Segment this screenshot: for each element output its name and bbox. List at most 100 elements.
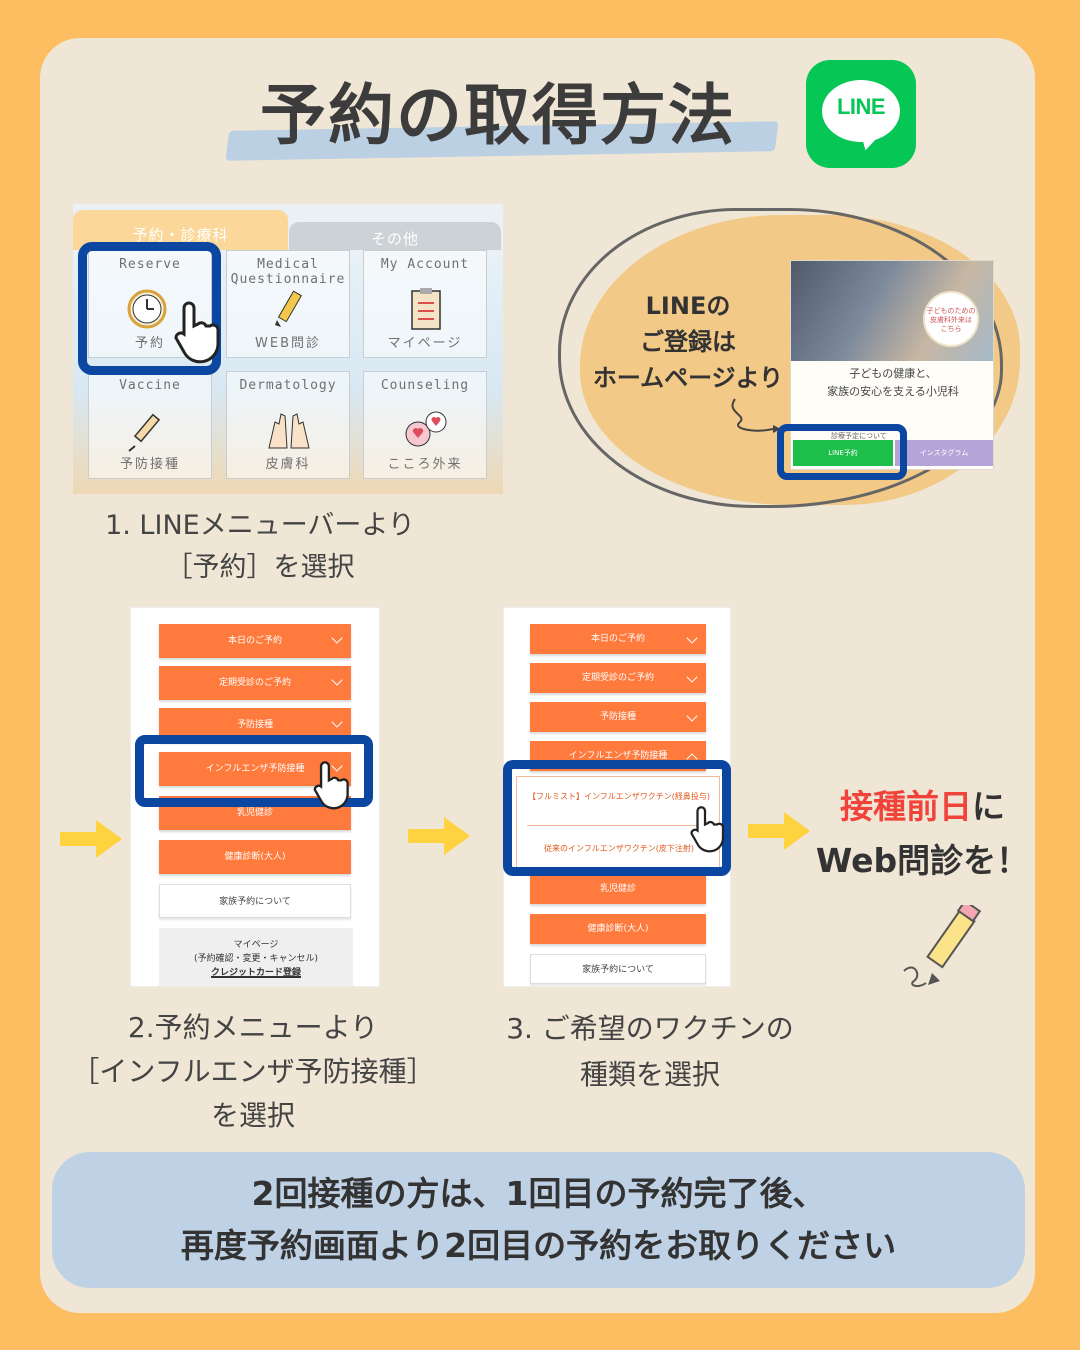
arrow-right-icon [60, 820, 122, 858]
item-label: 乳児健診 [599, 884, 636, 894]
tagline-2: 家族の安心を支える小児科 [827, 385, 959, 398]
hp-label-line: LINEの [645, 292, 731, 320]
menu-cell-myaccount[interactable]: My Account マイページ [363, 250, 487, 358]
clipboard-icon [411, 288, 441, 330]
menu-cell-en: Vaccine [119, 378, 181, 393]
item-label: 健康診断(大人) [224, 852, 286, 862]
family-reserve-button[interactable]: 家族予約について [530, 954, 706, 984]
option-flumist[interactable]: 【フルミスト】インフルエンザワクチン(経鼻投与) [528, 792, 710, 801]
chevron-down-icon [686, 632, 698, 644]
influenza-highlight [135, 735, 373, 807]
step3-line1: 3. ご希望のワクチンの [506, 1012, 794, 1045]
hp-label-line: ホームページより [592, 364, 784, 392]
menu-item-regular[interactable]: 定期受診のご予約 [159, 666, 351, 700]
step1-line2: ［予約］を選択 [165, 552, 355, 583]
menu-item-adult-checkup[interactable]: 健康診断(大人) [530, 914, 706, 944]
vaccine-type-highlight [503, 760, 731, 876]
tagline-1: 子どもの健康と、 [849, 367, 937, 380]
menu-item-infant-checkup[interactable]: 乳児健診 [530, 874, 706, 904]
menu-cell-vaccine[interactable]: Vaccine 予防接種 [88, 371, 212, 479]
chevron-down-icon [331, 674, 343, 686]
menu-item-regular[interactable]: 定期受診のご予約 [530, 663, 706, 693]
step3-line2: 種類を選択 [579, 1058, 720, 1091]
mypage-sub: (予約確認・変更・キャンセル) [193, 954, 319, 964]
item-label: インフルエンザ予防接種 [205, 764, 305, 774]
step2-line3: を選択 [210, 1099, 295, 1132]
badge-line: 皮膚科外来は [930, 316, 972, 324]
syringe-icon [128, 413, 161, 452]
line-reserve-button[interactable]: LINE予約 [793, 440, 893, 466]
menu-cell-jp: マイページ [387, 336, 463, 351]
menu-cell-en: Reserve [119, 257, 181, 272]
menu-cell-en: Medical Questionnaire [230, 257, 346, 287]
web-questionnaire-note: 接種前日に Web問診を！ [805, 780, 1040, 888]
step1-line1: 1. LINEメニューバーより [105, 510, 415, 541]
item-label: 予防接種 [236, 720, 273, 730]
step1-caption: 1. LINEメニューバーより ［予約］を選択 [60, 505, 460, 589]
menu-cell-dermatology[interactable]: Dermatology 皮膚科 [226, 371, 350, 479]
menu-item-today[interactable]: 本日のご予約 [530, 624, 706, 654]
menu-cell-jp: こころ外来 [387, 457, 463, 472]
menu-cell-jp: 予約 [134, 336, 165, 351]
menu-item-vaccine[interactable]: 予防接種 [530, 702, 706, 732]
menu-cell-jp: WEB問診 [255, 336, 321, 351]
pencil-icon [275, 290, 303, 327]
menu-item-adult-checkup[interactable]: 健康診断(大人) [159, 840, 351, 874]
arrow-right-icon [408, 817, 470, 855]
item-label: 予防接種 [599, 712, 636, 722]
step2-line2: ［インフルエンザ予防接種］ [71, 1055, 435, 1088]
reserve-highlight [78, 242, 221, 375]
mypage-title: マイページ [233, 940, 279, 950]
badge-line: 子どものための [926, 307, 976, 315]
step2-caption: 2.予約メニューより ［インフルエンザ予防接種］ を選択 [48, 1006, 458, 1138]
hearts-icon [405, 411, 447, 447]
line-bubble-shape [822, 80, 900, 142]
hands-icon [268, 413, 310, 449]
clock-icon [127, 289, 167, 329]
chevron-down-icon [331, 632, 343, 644]
menu-cell-en: Counseling [380, 378, 470, 393]
pointer-hand-icon [174, 301, 220, 364]
menu-item-influenza[interactable]: インフルエンザ予防接種 [159, 752, 351, 786]
mypage-box[interactable]: マイページ (予約確認・変更・キャンセル) クレジットカード登録 [159, 928, 353, 986]
note-tail: に [972, 787, 1005, 826]
pointer-hand-icon [313, 761, 349, 810]
second-dose-banner: 2回接種の方は、1回目の予約完了後、 再度予約画面より2回目の予約をお取りくださ… [52, 1152, 1025, 1288]
hp-register-label: LINEの ご登録は ホームページより [583, 288, 793, 396]
page-title: 予約の取得方法 [260, 77, 736, 154]
option-injection[interactable]: 従来のインフルエンザワクチン(皮下注射) [543, 844, 694, 853]
option-divider [527, 825, 711, 826]
arrow-right-icon [748, 812, 810, 850]
family-reserve-button[interactable]: 家族予約について [159, 884, 351, 918]
line-reserve-highlight [777, 424, 907, 480]
note-highlight: 接種前日 [840, 787, 972, 826]
item-label: 健康診断(大人) [587, 924, 649, 934]
chevron-down-icon [331, 716, 343, 728]
item-label: 定期受診のご予約 [218, 678, 291, 688]
menu-cell-en: Dermatology [239, 378, 337, 393]
item-label: 本日のご予約 [590, 634, 645, 644]
chevron-down-icon [686, 710, 698, 722]
menu-cell-counseling[interactable]: Counseling こころ外来 [363, 371, 487, 479]
menu-cell-en: My Account [380, 257, 470, 272]
note-line2: Web問診を！ [815, 841, 1030, 880]
credit-card-link[interactable]: クレジットカード登録 [210, 968, 301, 978]
derma-badge[interactable]: 子どものための 皮膚科外来は こちら [923, 291, 979, 347]
line-logo-icon: LINE [806, 60, 916, 168]
instagram-button[interactable]: インスタグラム [895, 440, 993, 466]
menu-item-today[interactable]: 本日のご予約 [159, 624, 351, 658]
item-label: インフルエンザ予防接種 [568, 751, 668, 761]
banner-line1: 2回接種の方は、1回目の予約完了後、 [251, 1174, 826, 1213]
item-label: 定期受診のご予約 [581, 673, 654, 683]
curly-arrow-icon [731, 398, 781, 433]
menu-cell-questionnaire[interactable]: Medical Questionnaire WEB問診 [226, 250, 350, 358]
step3-caption: 3. ご希望のワクチンの 種類を選択 [470, 1006, 830, 1098]
item-label: 乳児健診 [236, 808, 273, 818]
tab-other[interactable]: その他 [289, 222, 501, 250]
hp-tagline: 子どもの健康と、 家族の安心を支える小児科 [791, 365, 993, 401]
chevron-down-icon [686, 671, 698, 683]
line-logo-text: LINE [836, 94, 886, 119]
homepage-screenshot: 子どものための 皮膚科外来は こちら 子どもの健康と、 家族の安心を支える小児科… [790, 260, 994, 470]
hp-notice[interactable]: 診療予定について [831, 432, 887, 440]
badge-line: こちら [940, 325, 962, 333]
